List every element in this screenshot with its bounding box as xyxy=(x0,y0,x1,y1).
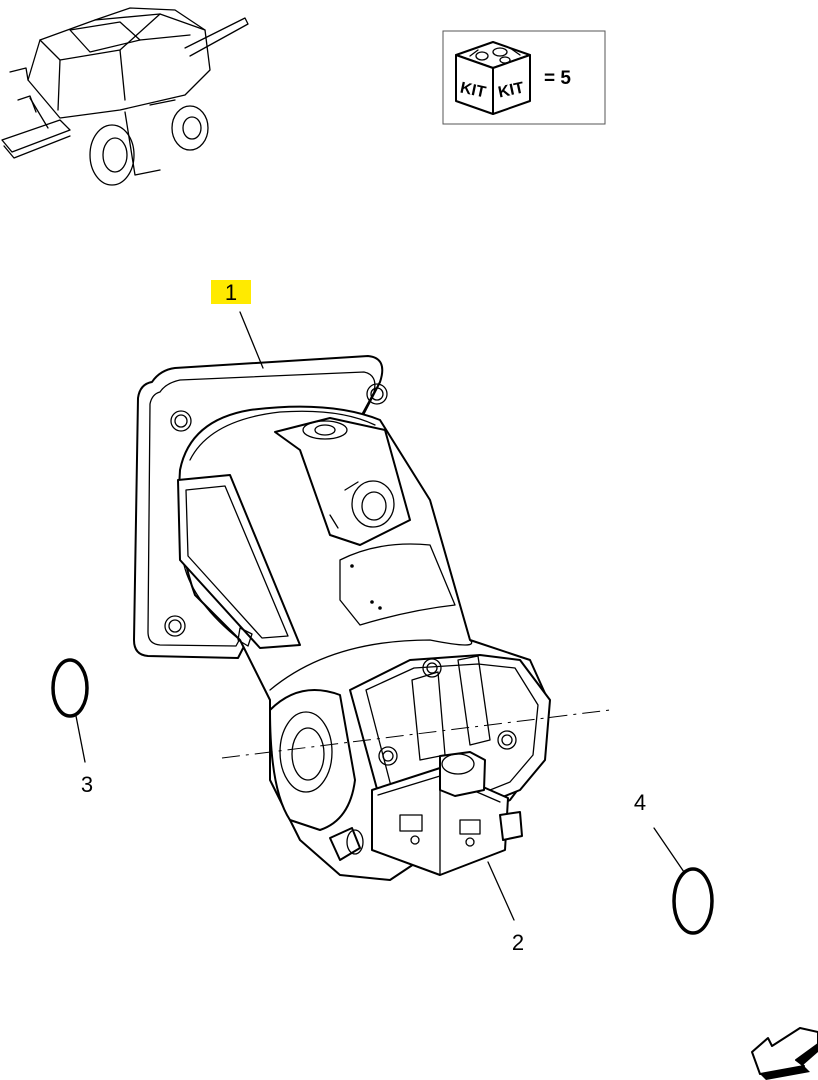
kit-badge-right: KIT xyxy=(497,79,526,101)
o-ring-icon xyxy=(672,867,714,935)
callout-4[interactable]: 4 xyxy=(634,790,646,815)
callout-2[interactable]: 2 xyxy=(512,930,524,955)
leader-line-1 xyxy=(239,311,264,369)
callout-1-highlight xyxy=(211,280,251,304)
leader-line-3 xyxy=(75,715,86,763)
kit-box-icon xyxy=(455,41,531,115)
leader-line-2 xyxy=(487,861,515,921)
callout-1[interactable]: 1 xyxy=(225,280,237,305)
kit-legend: KIT KIT = 5 xyxy=(442,30,606,125)
leader-line-4 xyxy=(653,827,685,873)
o-ring-icon xyxy=(51,658,89,718)
kit-badge-left: KIT xyxy=(459,79,488,101)
callout-3[interactable]: 3 xyxy=(81,772,93,797)
hydraulic-motor xyxy=(133,355,611,881)
next-arrow-icon[interactable] xyxy=(751,1027,818,1080)
kit-quantity: = 5 xyxy=(544,68,571,89)
combine-harvester-icon xyxy=(1,7,249,186)
